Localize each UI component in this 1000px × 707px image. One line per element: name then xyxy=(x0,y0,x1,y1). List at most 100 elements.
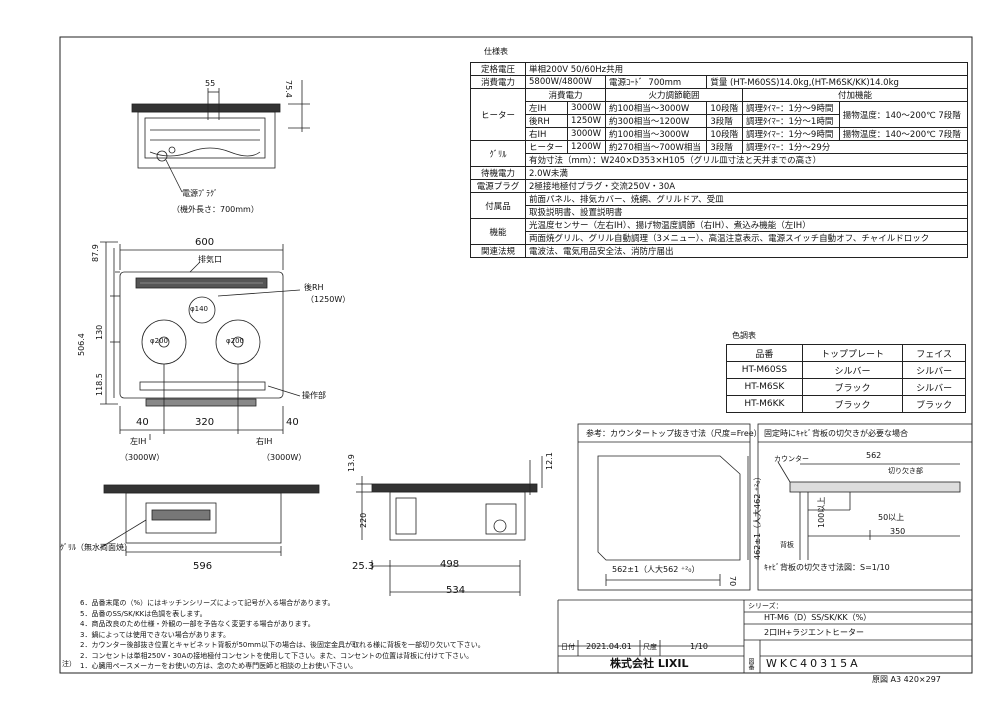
cutout-box xyxy=(577,423,751,591)
date-label: 日付 xyxy=(561,643,575,651)
dim-40-right: 40 xyxy=(286,417,299,428)
spec-cell: 3段階 xyxy=(706,140,744,154)
cutout-dim-70: 70 xyxy=(728,576,737,587)
dim-75-4: 75.4 xyxy=(284,80,293,98)
side-view xyxy=(356,456,543,596)
company-name: 株式会社 LIXIL xyxy=(610,657,689,670)
color-cell: HT-M60SS xyxy=(726,361,803,379)
color-table: 品番 トッププレート フェイス HT-M60SS シルバー シルバー HT-M6… xyxy=(726,344,966,413)
dim-498: 498 xyxy=(440,559,460,570)
cabinet-dim-350: 350 xyxy=(890,527,906,536)
right-ih-watt: （3000W） xyxy=(262,453,307,462)
spec-value: 700mm xyxy=(648,78,682,88)
spec-value: 光温度センサー（左右IH）、揚げ物温度調節（右IH）、煮込み機能（左IH） xyxy=(525,218,968,232)
spec-label: 待機電力 xyxy=(470,166,526,180)
left-ih-label: 左IH xyxy=(130,437,147,446)
dim-320: 320 xyxy=(195,417,215,428)
color-cell: シルバー xyxy=(801,361,904,379)
cabinet-scale: ｷｬﾋﾞ背板の切欠き寸法図：S=1/10 xyxy=(764,563,890,572)
note-prefix: 注） xyxy=(62,660,76,668)
front-view xyxy=(99,484,320,556)
spec-cell: 約100相当～3000W xyxy=(604,127,708,141)
counter-label: カウンター xyxy=(774,455,809,463)
spec-cell: 10段階 xyxy=(706,127,744,141)
color-header: トッププレート xyxy=(801,344,904,362)
cutout-title: 参考：カウンタートップ抜き寸法（尺度=Free） xyxy=(586,429,762,438)
spec-cell: 右IH xyxy=(524,127,569,141)
spec-cell: 揚物温度：140～200℃ 7段階 xyxy=(838,127,969,141)
title-block-lines xyxy=(557,599,972,673)
cutout-height: 462±1（人大462 ⁺²₀） xyxy=(753,472,762,560)
notch-label: 切り欠き部 xyxy=(888,467,923,475)
note-line: 1．心臓用ペースメーカーをお使いの方は、念のため専門医師と相談の上お使い下さい。 xyxy=(80,662,358,670)
cabinet-dim-562: 562 xyxy=(866,451,882,460)
spec-cell: 左IH xyxy=(524,101,569,115)
drawing-number: WKC40315A xyxy=(766,657,861,670)
spec-value: 両面焼グリル、グリル自動調理（3メニュー）、高温注意表示、電源スイッチ自動オフ、… xyxy=(525,231,968,245)
dim-600: 600 xyxy=(195,237,215,248)
control-label: 操作部 xyxy=(302,391,326,400)
color-header: 品番 xyxy=(726,344,803,362)
note-line: 4．商品改良のため仕様・外観の一部を予告なく変更する場合があります。 xyxy=(80,620,315,628)
dim-220: 220 xyxy=(359,512,368,528)
spec-cell: 調理ﾀｲﾏｰ：1分～1時間 xyxy=(742,114,840,128)
paper-size: 原図 A3 420×297 xyxy=(872,675,941,684)
dim-12-1: 12.1 xyxy=(545,452,554,470)
exhaust-label: 排気口 xyxy=(198,255,222,264)
spec-value: 2.0W未満 xyxy=(525,166,968,180)
spec-cell: 調理ﾀｲﾏｰ：1分～9時間 xyxy=(742,127,840,141)
spec-value: 5800W/4800W xyxy=(525,75,606,89)
color-cell: シルバー xyxy=(902,378,966,396)
spec-cell: 10段階 xyxy=(706,101,744,115)
spec-value: 前面パネル、排気カバー、焼網、グリルドア、受皿 xyxy=(525,192,968,206)
color-cell: ブラック xyxy=(801,395,904,413)
back-panel-label: 背板 xyxy=(780,541,794,549)
spec-cell: 後RH xyxy=(524,114,569,128)
spec-cell: 揚物温度：140～200℃ 7段階 xyxy=(838,101,969,128)
dim-40-left: 40 xyxy=(136,417,149,428)
spec-value: 取扱説明書、設置説明書 xyxy=(525,205,968,219)
plug-length-label: （機外長さ：700mm） xyxy=(172,205,259,214)
spec-label: ヒーター xyxy=(470,88,526,141)
spec-cell: 3000W xyxy=(567,127,606,141)
color-cell: HT-M6SK xyxy=(726,378,803,396)
dim-130: 130 xyxy=(95,324,104,340)
spec-label: 付属品 xyxy=(470,192,526,219)
right-ih-label: 右IH xyxy=(256,437,273,446)
color-cell: ブラック xyxy=(801,378,904,396)
spec-label: 定格電圧 xyxy=(470,62,526,76)
phi200-left-label: φ200 xyxy=(150,337,168,345)
spec-label: ｸﾞﾘﾙ xyxy=(470,140,526,167)
dim-118-5: 118.5 xyxy=(95,373,104,396)
left-ih-watt: （3000W） xyxy=(120,453,165,462)
color-cell: HT-M6KK xyxy=(726,395,803,413)
top-side-view xyxy=(131,80,310,193)
spec-label: 消費電力 xyxy=(470,75,526,89)
dim-596: 596 xyxy=(193,561,213,572)
power-plug-label: 電源ﾌﾟﾗｸﾞ xyxy=(182,189,218,198)
note-line: 3．鍋によっては使用できない場合があります。 xyxy=(80,630,231,639)
spec-value: 電波法、電気用品安全法、消防庁届出 xyxy=(525,244,968,258)
spec-label: 質量 xyxy=(710,78,728,88)
spec-cell: 1250W xyxy=(567,114,606,128)
spec-cell: 1200W xyxy=(567,140,606,154)
model-number: HT-M6（D）SS/SK/KK（%） xyxy=(764,613,872,622)
series-label: シリーズ： xyxy=(748,602,783,610)
dim-534: 534 xyxy=(446,585,466,596)
dim-55: 55 xyxy=(205,79,216,88)
scale-value: 1/10 xyxy=(690,642,708,651)
spec-cell: 有効寸法（mm）：W240×D353×H105（グリル皿寸法と天井までの高さ） xyxy=(525,153,968,167)
product-name: 2口IH+ラジエントヒーター xyxy=(764,628,865,637)
spec-cell: 約300相当～1200W xyxy=(604,114,708,128)
cabinet-dim-50: 50以上 xyxy=(878,513,905,522)
dim-506-4: 506.4 xyxy=(77,333,86,356)
cabinet-box xyxy=(757,423,973,591)
spec-cell: 3段階 xyxy=(706,114,744,128)
dim-13-9: 13.9 xyxy=(347,454,356,472)
spec-label: 機能 xyxy=(470,218,526,245)
spec-value: (HT-M60SS)14.0kg,(HT-M6SK/KK)14.0kg xyxy=(730,78,899,88)
plan-view xyxy=(100,241,301,440)
color-cell: シルバー xyxy=(902,361,966,379)
rear-rh-watt: （1250W） xyxy=(306,295,351,304)
cabinet-title: 固定時にｷｬﾋﾞ背板の切欠きが必要な場合 xyxy=(764,429,908,438)
